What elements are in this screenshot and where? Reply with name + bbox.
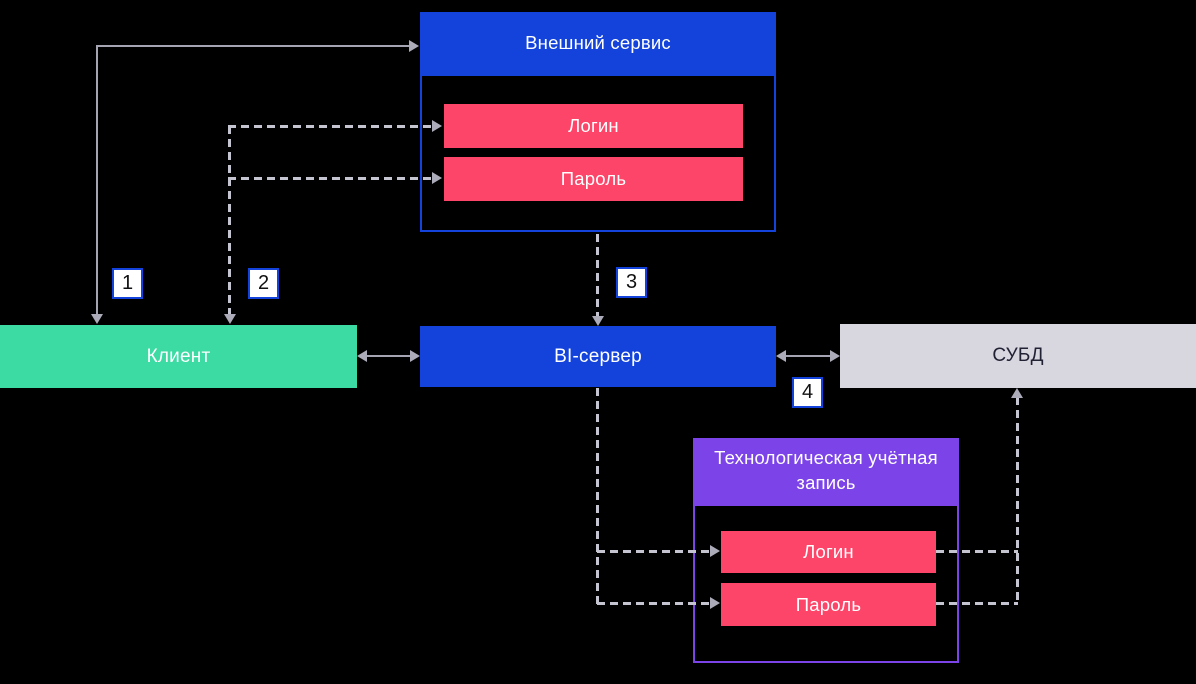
connector-tech-dbms-password: [936, 602, 1018, 605]
tech-login-box: Логин: [721, 531, 936, 573]
arrowhead-into-client-1: [91, 314, 103, 324]
connector-client-extservice-horizontal: [96, 45, 410, 47]
tech-password-label: Пароль: [795, 593, 862, 615]
connector-bi-tech-password: [597, 602, 712, 605]
external-service-group: Внешний сервис Логин Пароль: [420, 12, 776, 232]
arrowhead-into-client-2: [224, 314, 236, 324]
tech-account-header: Технологическая учётная запись: [693, 438, 959, 504]
external-login-label: Логин: [568, 115, 619, 136]
arrowhead-into-bi: [592, 316, 604, 326]
external-password-box: Пароль: [444, 157, 743, 201]
connector3-vertical: [596, 234, 599, 317]
arrowhead-into-tech-password: [710, 597, 720, 609]
step-badge-2: 2: [248, 268, 279, 299]
client-label: Клиент: [146, 345, 211, 367]
arrowhead-into-client-3: [357, 350, 367, 362]
arrowhead-into-ext-login: [432, 120, 442, 132]
step-badge-1-label: 1: [121, 272, 134, 294]
step-badge-4-label: 4: [801, 381, 814, 403]
tech-account-group: Технологическая учётная запись Логин Пар…: [693, 438, 959, 663]
dbms-label: СУБД: [992, 345, 1044, 366]
external-service-header: Внешний сервис: [420, 12, 776, 74]
external-service-body: [420, 74, 776, 232]
bi-server-label: BI-сервер: [554, 345, 642, 367]
dbms-box: СУБД: [840, 324, 1196, 388]
connector-tech-dbms-login: [936, 550, 1018, 553]
connector-client-bi: [363, 355, 414, 357]
client-box: Клиент: [0, 325, 357, 388]
arrowhead-into-dbms: [830, 350, 840, 362]
step-badge-4: 4: [792, 377, 823, 408]
connector-bi-tech-login: [597, 550, 712, 553]
arrowhead-into-tech-login: [710, 545, 720, 557]
arrowhead-into-extservice: [409, 40, 419, 52]
tech-password-box: Пароль: [721, 583, 936, 626]
step-badge-3-label: 3: [625, 271, 638, 293]
bi-server-box: BI-сервер: [420, 326, 776, 387]
connector2-vertical: [228, 126, 231, 314]
arrowhead-into-dbms-bottom: [1011, 388, 1023, 398]
connector-tech-dbms-vertical: [1016, 397, 1019, 605]
step-badge-2-label: 2: [257, 272, 270, 294]
connector-bi-dbms: [782, 355, 834, 357]
arrowhead-into-ext-password: [432, 172, 442, 184]
connector2-to-password: [228, 177, 434, 180]
tech-login-label: Логин: [803, 541, 854, 562]
arrowhead-into-bi-right: [776, 350, 786, 362]
external-service-title: Внешний сервис: [525, 31, 671, 53]
connector2-to-login: [228, 125, 434, 128]
tech-account-title: Технологическая учётная запись: [714, 447, 938, 493]
arrowhead-into-bi-left: [410, 350, 420, 362]
connector-client-extservice-vertical: [96, 45, 98, 316]
step-badge-3: 3: [616, 267, 647, 298]
external-login-box: Логин: [444, 104, 743, 148]
step-badge-1: 1: [112, 268, 143, 299]
tech-account-body: [693, 504, 959, 663]
external-password-label: Пароль: [560, 168, 627, 189]
connector-bi-tech-vertical: [596, 388, 599, 605]
